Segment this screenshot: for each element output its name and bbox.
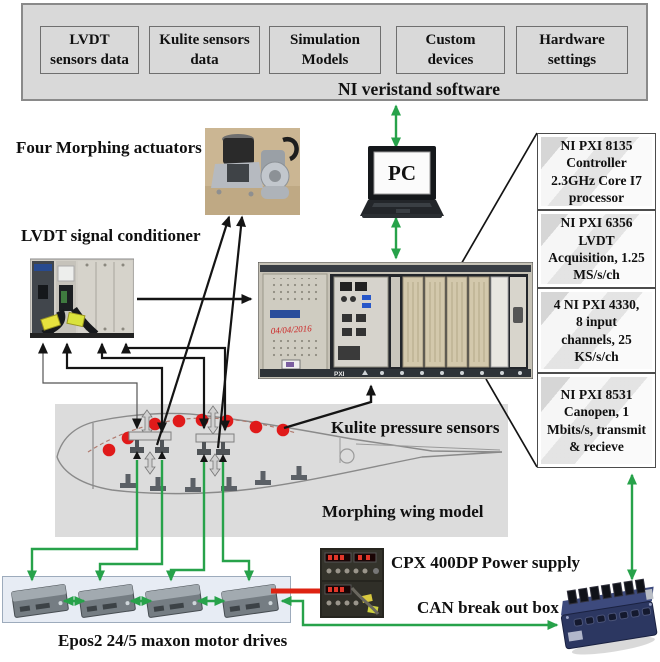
pxi-bracket-bottom-line (485, 378, 538, 468)
drives-label: Epos2 24/5 maxon motor drives (58, 631, 288, 650)
veristand-title: NI veristand software (337, 79, 501, 99)
pxi-bottom-leds (362, 370, 522, 375)
power-label: CPX 400DP Power supply (391, 553, 581, 572)
module-photo-8135 (541, 137, 652, 206)
yellow-tag-1 (40, 313, 62, 331)
wing-label: Morphing wing model (322, 502, 484, 521)
software-box-simulation: Simulation Models (269, 26, 381, 74)
can-breakout-box-photo (560, 578, 658, 655)
software-box-custom: Custom devices (396, 26, 505, 74)
kulite-label: Kulite pressure sensors (331, 418, 500, 437)
fixture2-to-actuator-photo-line (216, 215, 246, 449)
power-supply-photo (320, 548, 384, 618)
conditioner-photo (30, 258, 134, 338)
pxi-bracket-top-line (459, 132, 538, 267)
actuators-label: Four Morphing actuators (16, 138, 202, 157)
pxi-4330-cards (402, 276, 490, 368)
conditioner-label: LVDT signal conditioner (21, 226, 201, 245)
software-box-hardware: Hardware settings (516, 26, 628, 74)
fixture-to-drive2-line (95, 460, 164, 582)
module-box-pxi-6356: NI PXI 6356 LVDT Acquisition, 1.25 MS/s/… (537, 210, 656, 288)
pxi-front-label: PXI (334, 371, 345, 378)
module-photo-4330 (541, 292, 652, 369)
pxi-chassis-photo: 04/04/2016 PXI (258, 262, 533, 379)
veristand-software-panel: LVDT sensors data Kulite sensors data Si… (21, 3, 648, 101)
actuator-photo (205, 128, 300, 215)
pressure-sensor-line (87, 417, 297, 453)
pc-laptop: PC (360, 146, 444, 218)
actuator-cable (282, 136, 299, 162)
module-box-pxi-8531: NI PXI 8531 Canopen, 1 Mbits/s, transmit… (537, 373, 656, 468)
drives-canbox-line (280, 596, 559, 630)
green-connections (27, 104, 637, 630)
fixture-to-drive1-line (27, 460, 139, 582)
module-box-pxi-8135: NI PXI 8135 Controller 2.3GHz Core I7 pr… (537, 133, 656, 210)
kulite-to-pxi-arrow (283, 384, 376, 430)
pc-screen-label: PC (388, 161, 416, 185)
maxon-motor-drives (11, 584, 279, 618)
yellow-tag-2 (66, 311, 86, 328)
software-box-kulite-data: Kulite sensors data (149, 26, 260, 74)
flap-hinge-circle (339, 448, 355, 464)
module-photo-6356 (541, 214, 652, 284)
lvdt3-to-conditioner-line (97, 342, 209, 430)
canbox-label: CAN break out box (417, 598, 559, 617)
module-photo-8531 (541, 377, 652, 464)
can-connectors-row (566, 578, 646, 605)
ni-logo (270, 310, 300, 318)
fixture1-to-actuator-photo-line (155, 215, 231, 446)
fixture-feedback-arrowheads (133, 451, 227, 462)
software-box-lvdt-data: LVDT sensors data (40, 26, 139, 74)
laptop-base (360, 200, 444, 216)
module-box-pxi-4330: 4 NI PXI 4330, 8 input channels, 25 KS/s… (537, 288, 656, 373)
can-front-ports (573, 607, 652, 627)
pxi-handwriting: 04/04/2016 (270, 323, 312, 336)
can-box-label (567, 630, 584, 642)
fixture-to-drive3-line (166, 462, 206, 582)
lvdt1-to-conditioner-line (38, 342, 142, 430)
lower-skin-brackets (120, 466, 307, 492)
fixture-to-drive4-line (221, 462, 254, 582)
actuator-motor (223, 138, 254, 164)
black-connections (38, 132, 538, 468)
